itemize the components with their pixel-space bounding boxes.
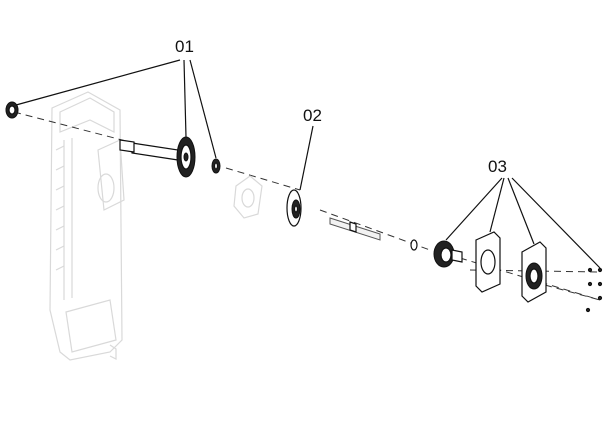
part-03-screws xyxy=(585,267,603,313)
part-01-washer xyxy=(211,158,221,174)
part-03-gasket xyxy=(475,231,501,293)
part-03-plate xyxy=(521,241,547,303)
assembly-axis xyxy=(13,111,601,301)
part-03-bushing xyxy=(433,240,463,268)
ghost-bracket xyxy=(233,175,263,219)
end-nut-part xyxy=(5,101,19,119)
part-02-disc xyxy=(286,189,302,227)
leader-lines-02 xyxy=(299,125,314,191)
leader-lines-01 xyxy=(15,59,217,159)
leader-lines-03 xyxy=(445,177,601,269)
ghost-housing xyxy=(49,91,125,361)
callout-03: 03 xyxy=(488,157,507,176)
callout-02: 02 xyxy=(303,106,322,125)
part-01-shaft-gear xyxy=(119,136,196,178)
part-02-pin xyxy=(329,217,418,251)
callout-01: 01 xyxy=(175,37,194,56)
